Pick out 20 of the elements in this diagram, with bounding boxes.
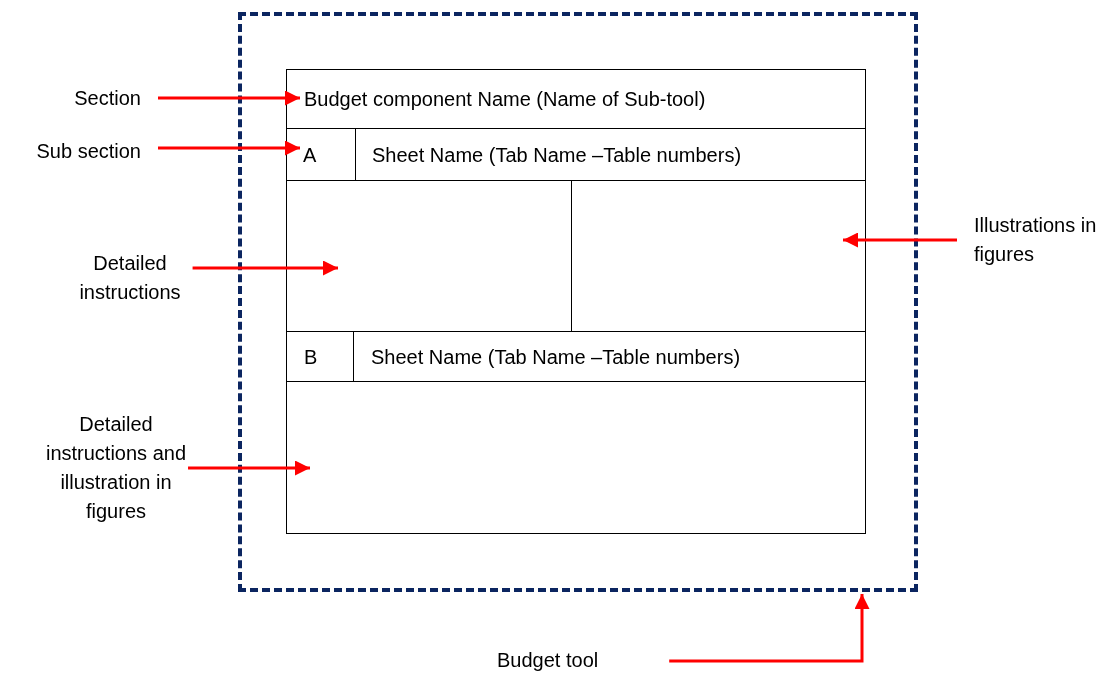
annotation-text: Sub section — [35, 139, 141, 164]
arrow — [843, 232, 957, 248]
arrow — [158, 90, 300, 106]
header-cell — [286, 69, 866, 129]
arrow — [192, 260, 338, 276]
cell-text: Sheet Name (Tab Name –Table numbers) — [372, 142, 742, 168]
content-area — [286, 381, 866, 534]
annotation-text: Section — [73, 86, 141, 111]
cell-text: Budget component Name (Name of Sub-tool) — [304, 86, 706, 112]
cell-text: B — [304, 344, 318, 369]
arrow — [669, 594, 870, 663]
annotation-text: Detailed instructions — [78, 251, 182, 305]
cell-text: A — [303, 142, 317, 167]
dashed-frame — [238, 12, 918, 592]
arrow — [158, 140, 300, 156]
annotation-text: Detailed instructions and illustration in figures — [44, 412, 188, 524]
annotation-text: Illustrations in figures — [974, 213, 1098, 267]
cell-text: Sheet Name (Tab Name –Table numbers) — [371, 344, 741, 370]
annotation-text: Budget tool — [497, 648, 600, 673]
arrow — [188, 460, 310, 476]
